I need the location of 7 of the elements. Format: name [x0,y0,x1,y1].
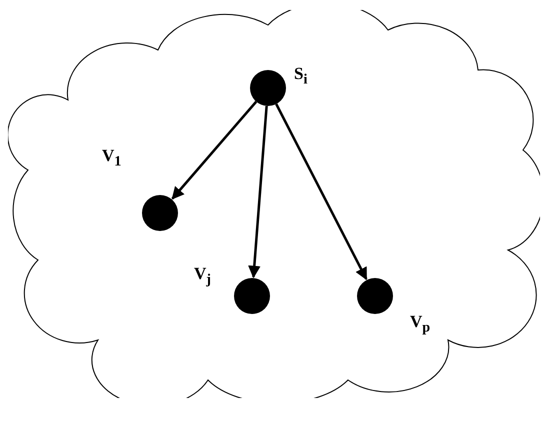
node-label: V$_{p}$ [410,312,430,336]
node-label: S$_{i}$ [294,64,308,88]
arrow [275,103,368,280]
node-label: V$_{j}$ [194,264,211,288]
arrow [248,106,268,278]
node-label: V$_{1}$ [102,146,122,170]
arrow [171,100,258,200]
